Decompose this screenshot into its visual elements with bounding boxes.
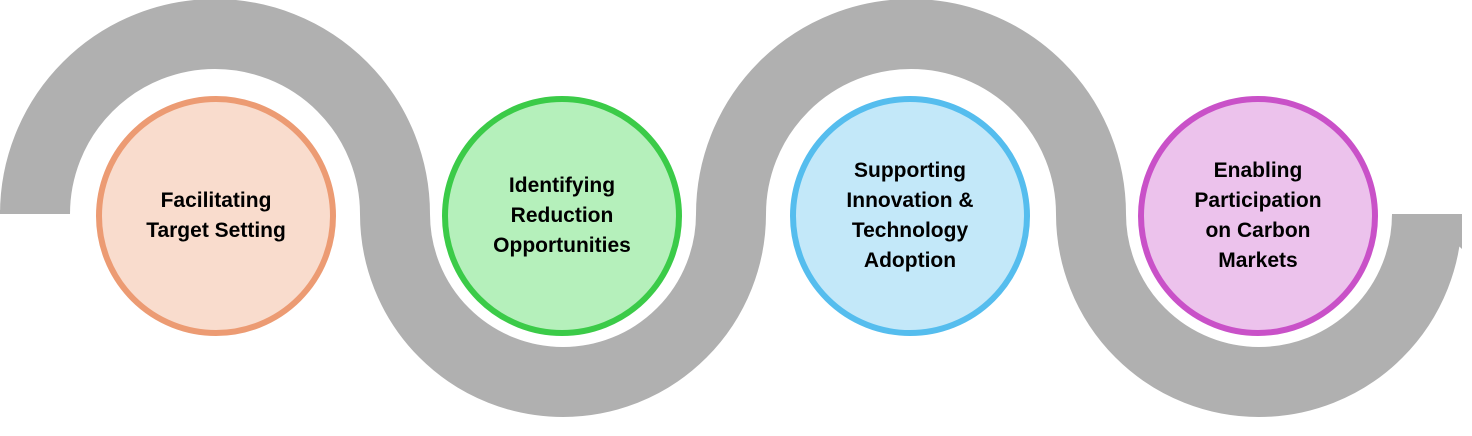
step-4-label: Enabling Participation on Carbon Markets bbox=[1194, 159, 1322, 272]
step-3-label: Supporting Innovation & Technology Adopt… bbox=[846, 159, 974, 272]
step-1-label: Facilitating Target Setting bbox=[146, 189, 286, 242]
step-3-circle: Supporting Innovation & Technology Adopt… bbox=[790, 96, 1030, 336]
step-4-circle: Enabling Participation on Carbon Markets bbox=[1138, 96, 1378, 336]
wave-tail-left bbox=[0, 184, 70, 214]
wave-tail-right bbox=[1392, 214, 1462, 249]
step-2-label: Identifying Reduction Opportunities bbox=[493, 174, 631, 257]
step-1-circle: Facilitating Target Setting bbox=[96, 96, 336, 336]
step-2-circle: Identifying Reduction Opportunities bbox=[442, 96, 682, 336]
wave-band bbox=[0, 0, 1462, 417]
